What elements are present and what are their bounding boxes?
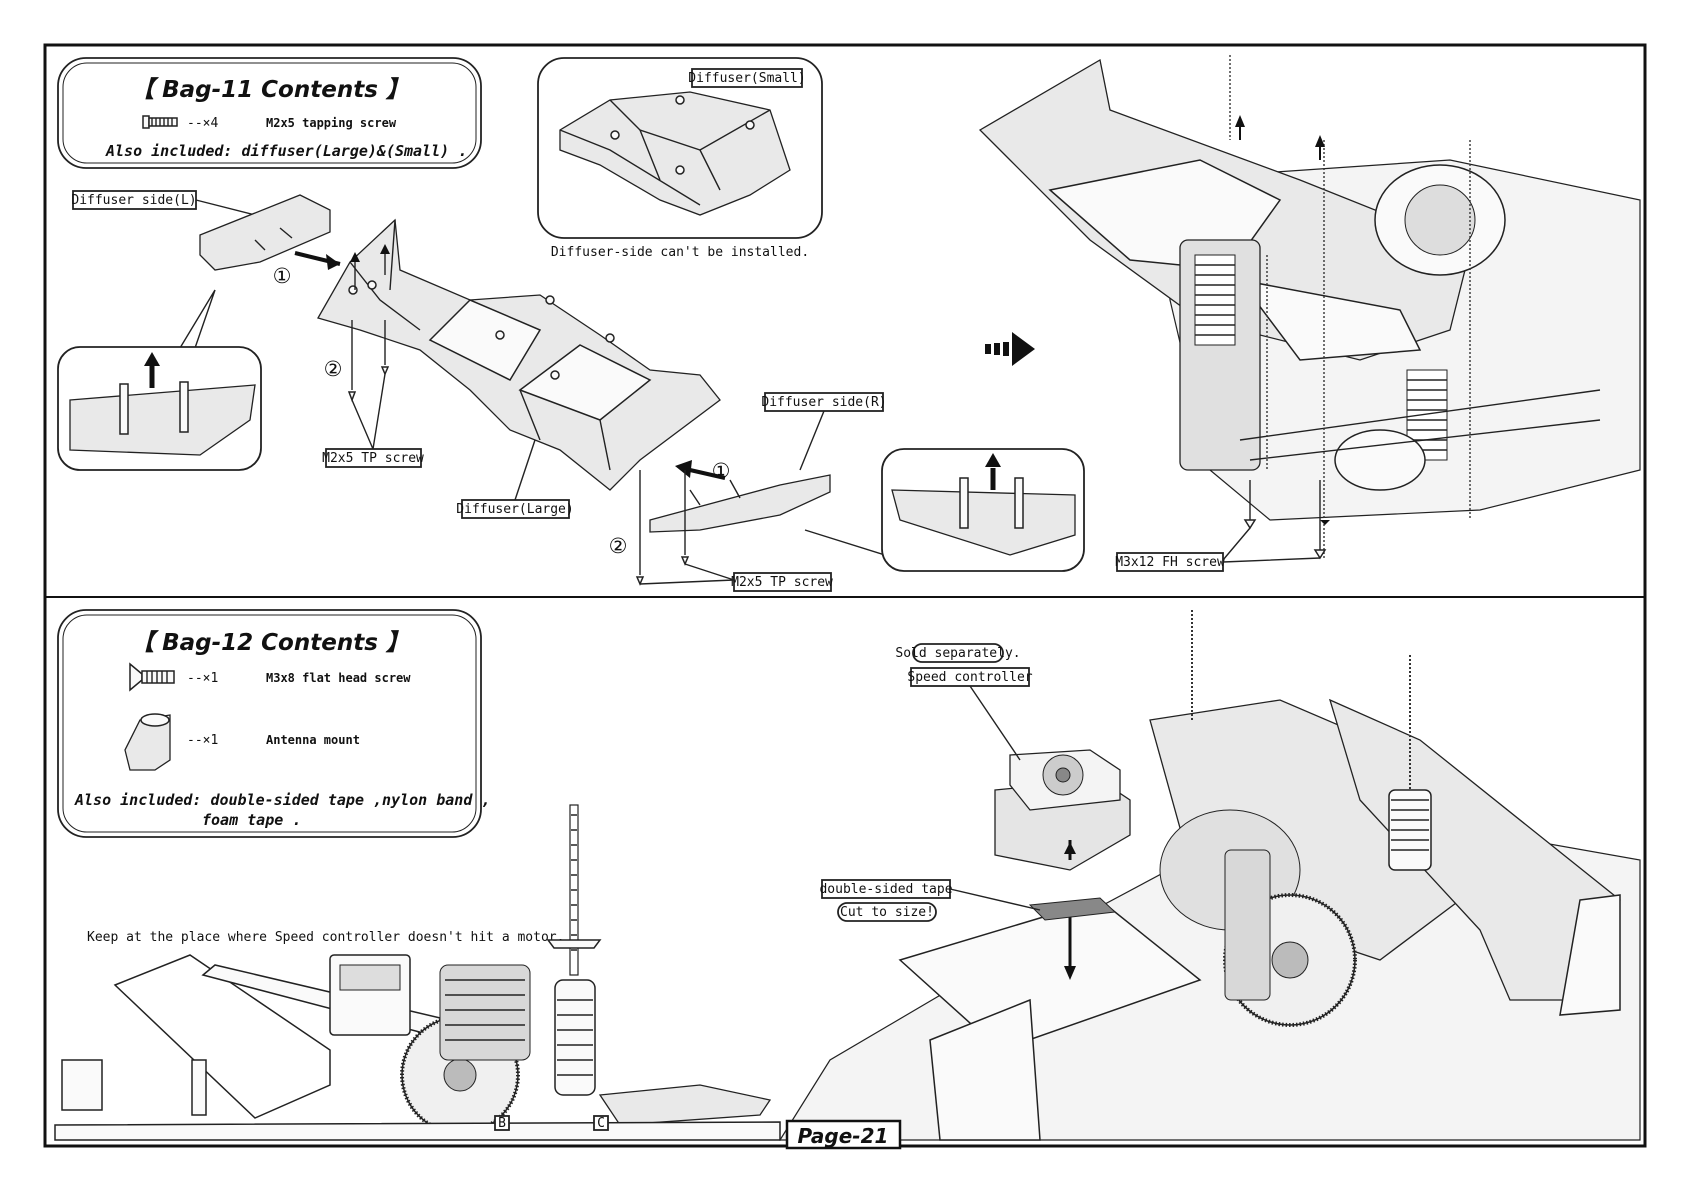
cant-install-note: Diffuser-side can't be installed. [551,245,809,260]
bag12-also-line2: foam tape . [202,811,301,829]
step2-marker-right: ② [609,534,628,558]
step1-marker-left: ① [273,264,292,288]
diffuser-large-part: ② M2x5 TP screw Diffuser(Large) [317,218,721,519]
step1-marker-right: ① [712,459,731,483]
page-number-tab: Page-21 [785,1119,902,1150]
diffuser-small-label: Diffuser(Small) [688,71,805,86]
side-l-detail-bubble [57,289,262,471]
screw-label-left: M2x5 TP screw [322,451,424,466]
marker-b: B [498,1116,506,1131]
chassis-front-assembly: Sold separately. Speed controller double… [778,610,1641,1141]
bag11-screw-qty: --×4 [187,116,218,131]
page-number: Page-21 [798,1124,889,1148]
side-view-assembly: Keep at the place where Speed controller… [54,804,781,1141]
diffuser-side-r-label: Diffuser side(R) [761,395,886,410]
fh-screw-label: M3x12 FH screw [1115,555,1225,570]
bag11-contents-box: 【 Bag-11 Contents 】 --×4 M2x5 tapping sc… [57,57,482,169]
diffuser-side-l-label: Diffuser side(L) [71,193,196,208]
sold-separately-label: Sold separately. [895,646,1020,661]
bag12-also-line1: Also included: double-sided tape ,nylon … [74,791,490,809]
diffuser-side-r-part: Diffuser side(R) ① ② M2x5 TP screw [609,392,887,592]
bag12-mount-name: Antenna mount [266,733,360,747]
double-tape-label: double-sided tape [819,882,952,897]
side-r-detail-bubble [804,448,1085,572]
speed-controller-part [994,749,1131,871]
bag12-contents-box: 【 Bag-12 Contents 】 --×1 M3x8 flat head … [57,609,490,838]
cut-to-size-label: Cut to size! [840,905,934,920]
diffuser-large-label: Diffuser(Large) [456,502,573,517]
tapping-screw-icon [142,115,178,129]
bag12-screw-qty: --×1 [187,671,218,686]
bag12-mount-qty: --×1 [187,733,218,748]
bag11-screw-name: M2x5 tapping screw [266,116,397,130]
antenna-mount-icon [124,713,171,771]
bag11-title: 【 Bag-11 Contents 】 [131,77,409,103]
chassis-rear-assembly: M3x12 FH screw [978,55,1641,572]
up-arrow-icon [144,352,160,366]
diffuser-side-l-part: Diffuser side(L) ① [71,190,341,288]
insert-arrow-icon [326,254,340,270]
screw-label-right: M2x5 TP screw [731,575,833,590]
keep-place-note: Keep at the place where Speed controller… [87,930,564,945]
bag11-also-included: Also included: diffuser(Large)&(Small) . [105,142,467,160]
next-step-arrow-icon [985,332,1035,366]
flat-head-screw-icon [129,662,175,692]
speed-controller-label: Speed controller [907,670,1032,685]
bag12-title: 【 Bag-12 Contents 】 [131,630,409,656]
step2-marker-left: ② [324,357,343,381]
diffuser-small-inset: Diffuser(Small) Diffuser-side can't be i… [537,57,823,260]
bag12-screw-name: M3x8 flat head screw [266,671,411,685]
marker-c: C [597,1116,605,1131]
